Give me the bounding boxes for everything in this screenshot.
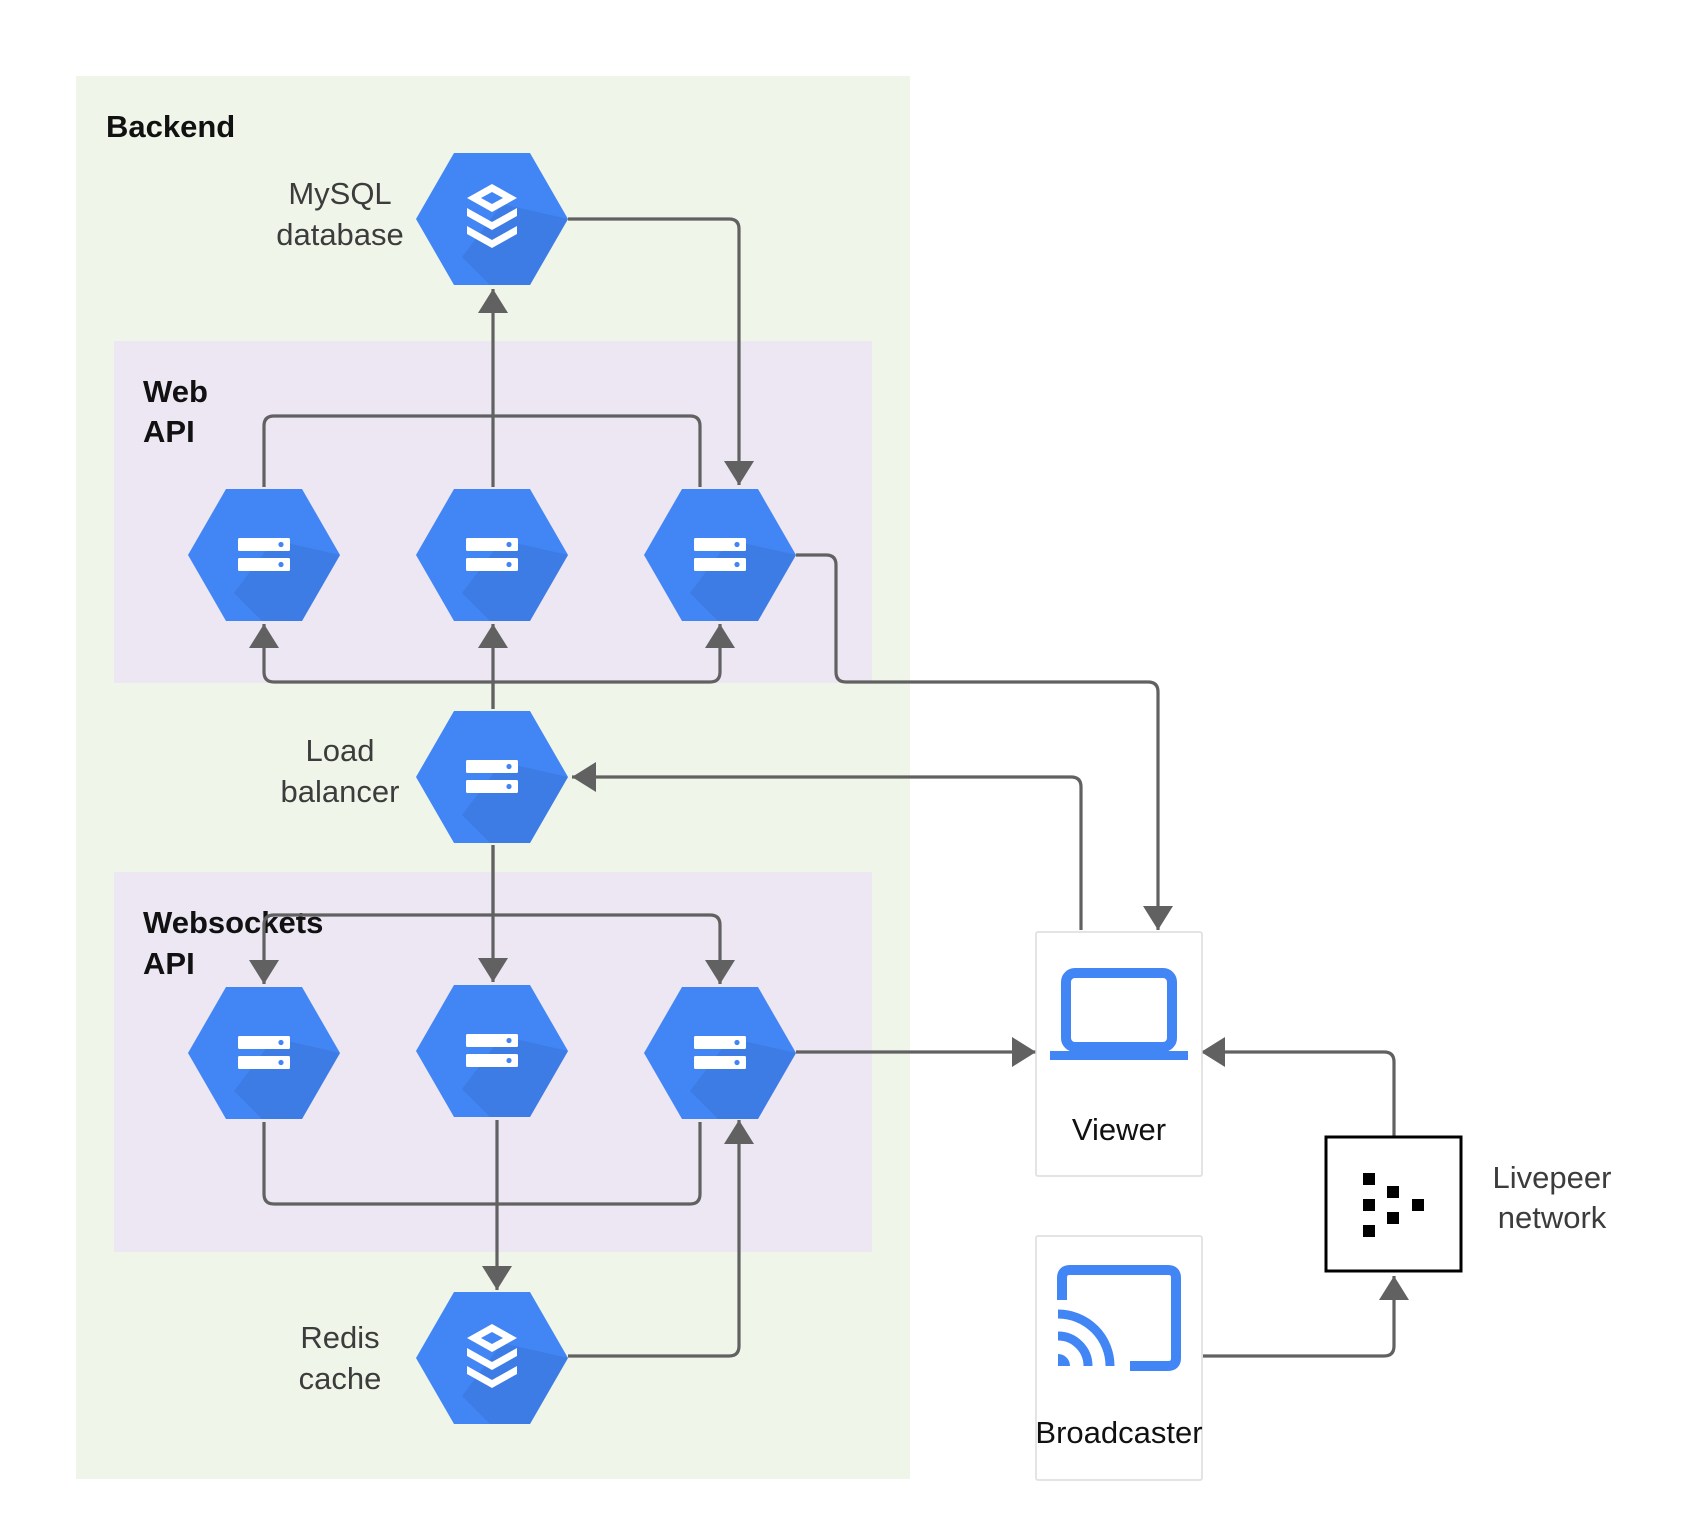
edge-lb-to-web-server-1 xyxy=(249,624,495,709)
viewer-card[interactable] xyxy=(1035,931,1203,1177)
edge-lb-to-ws-server-1 xyxy=(249,845,495,984)
edge-mysql-to-web-server-3 xyxy=(568,217,754,485)
viewer-label: Viewer xyxy=(1072,1112,1166,1147)
backend-title: Backend xyxy=(106,109,235,144)
edge-livepeer-to-viewer xyxy=(1201,1037,1396,1136)
web-api-title-line1: Web xyxy=(143,374,208,409)
broadcaster-card[interactable] xyxy=(1035,1235,1203,1481)
cast-icon xyxy=(1057,1265,1181,1371)
livepeer-node[interactable] xyxy=(1324,1135,1463,1273)
edge-lb-to-web-server-3 xyxy=(493,624,735,684)
load-balancer-label-line2: balancer xyxy=(281,774,400,809)
edge-web-servers-to-mysql xyxy=(262,289,702,487)
load-balancer-label-line1: Load xyxy=(306,733,375,768)
livepeer-label-line2: network xyxy=(1498,1200,1607,1235)
redis-label-line2: cache xyxy=(299,1361,382,1396)
web-api-title-line2: API xyxy=(143,414,195,449)
websockets-api-title-line2: API xyxy=(143,946,195,981)
livepeer-logo-icon xyxy=(1363,1173,1424,1237)
edge-redis-to-ws-server-3 xyxy=(568,1120,754,1358)
mysql-label-line1: MySQL xyxy=(288,176,391,211)
edge-web-server-3-to-viewer xyxy=(796,553,1173,930)
redis-label-line1: Redis xyxy=(300,1320,379,1355)
broadcaster-label: Broadcaster xyxy=(1035,1415,1202,1450)
laptop-icon xyxy=(1050,968,1188,1060)
edge-broadcaster-to-livepeer xyxy=(1203,1276,1409,1358)
websockets-api-title-line1: Websockets xyxy=(143,905,323,940)
edge-lb-to-ws-server-3 xyxy=(493,913,735,984)
edge-viewer-to-lb xyxy=(572,762,1083,930)
mysql-label-line2: database xyxy=(276,217,404,252)
livepeer-label-line1: Livepeer xyxy=(1493,1160,1612,1195)
edge-ws-servers-to-redis xyxy=(262,1120,702,1290)
